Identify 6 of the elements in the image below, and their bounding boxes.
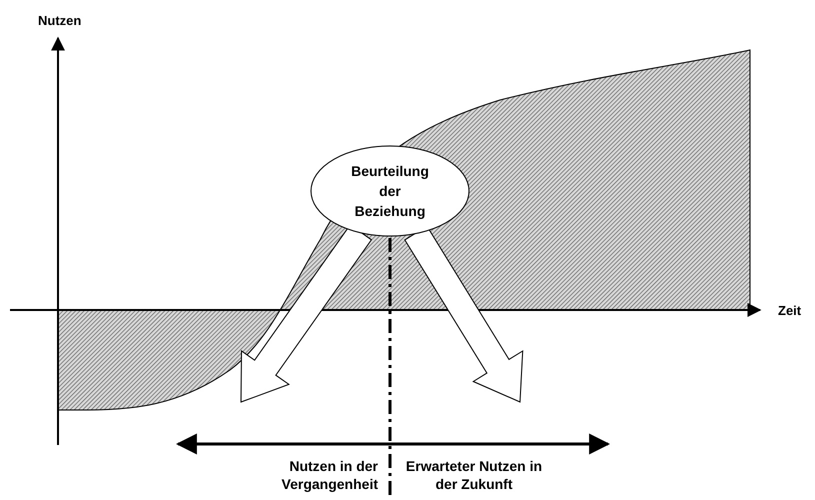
node-text: Beurteilung der Beziehung <box>350 162 430 221</box>
caption-text: Nutzen in der Vergangenheit <box>280 457 378 493</box>
axis-label: Nutzen <box>38 12 82 29</box>
caption-text: Erwarteter Nutzen in der Zukunft <box>404 457 544 493</box>
axis-label: Zeit <box>778 302 802 319</box>
ellipse-node <box>310 145 470 237</box>
